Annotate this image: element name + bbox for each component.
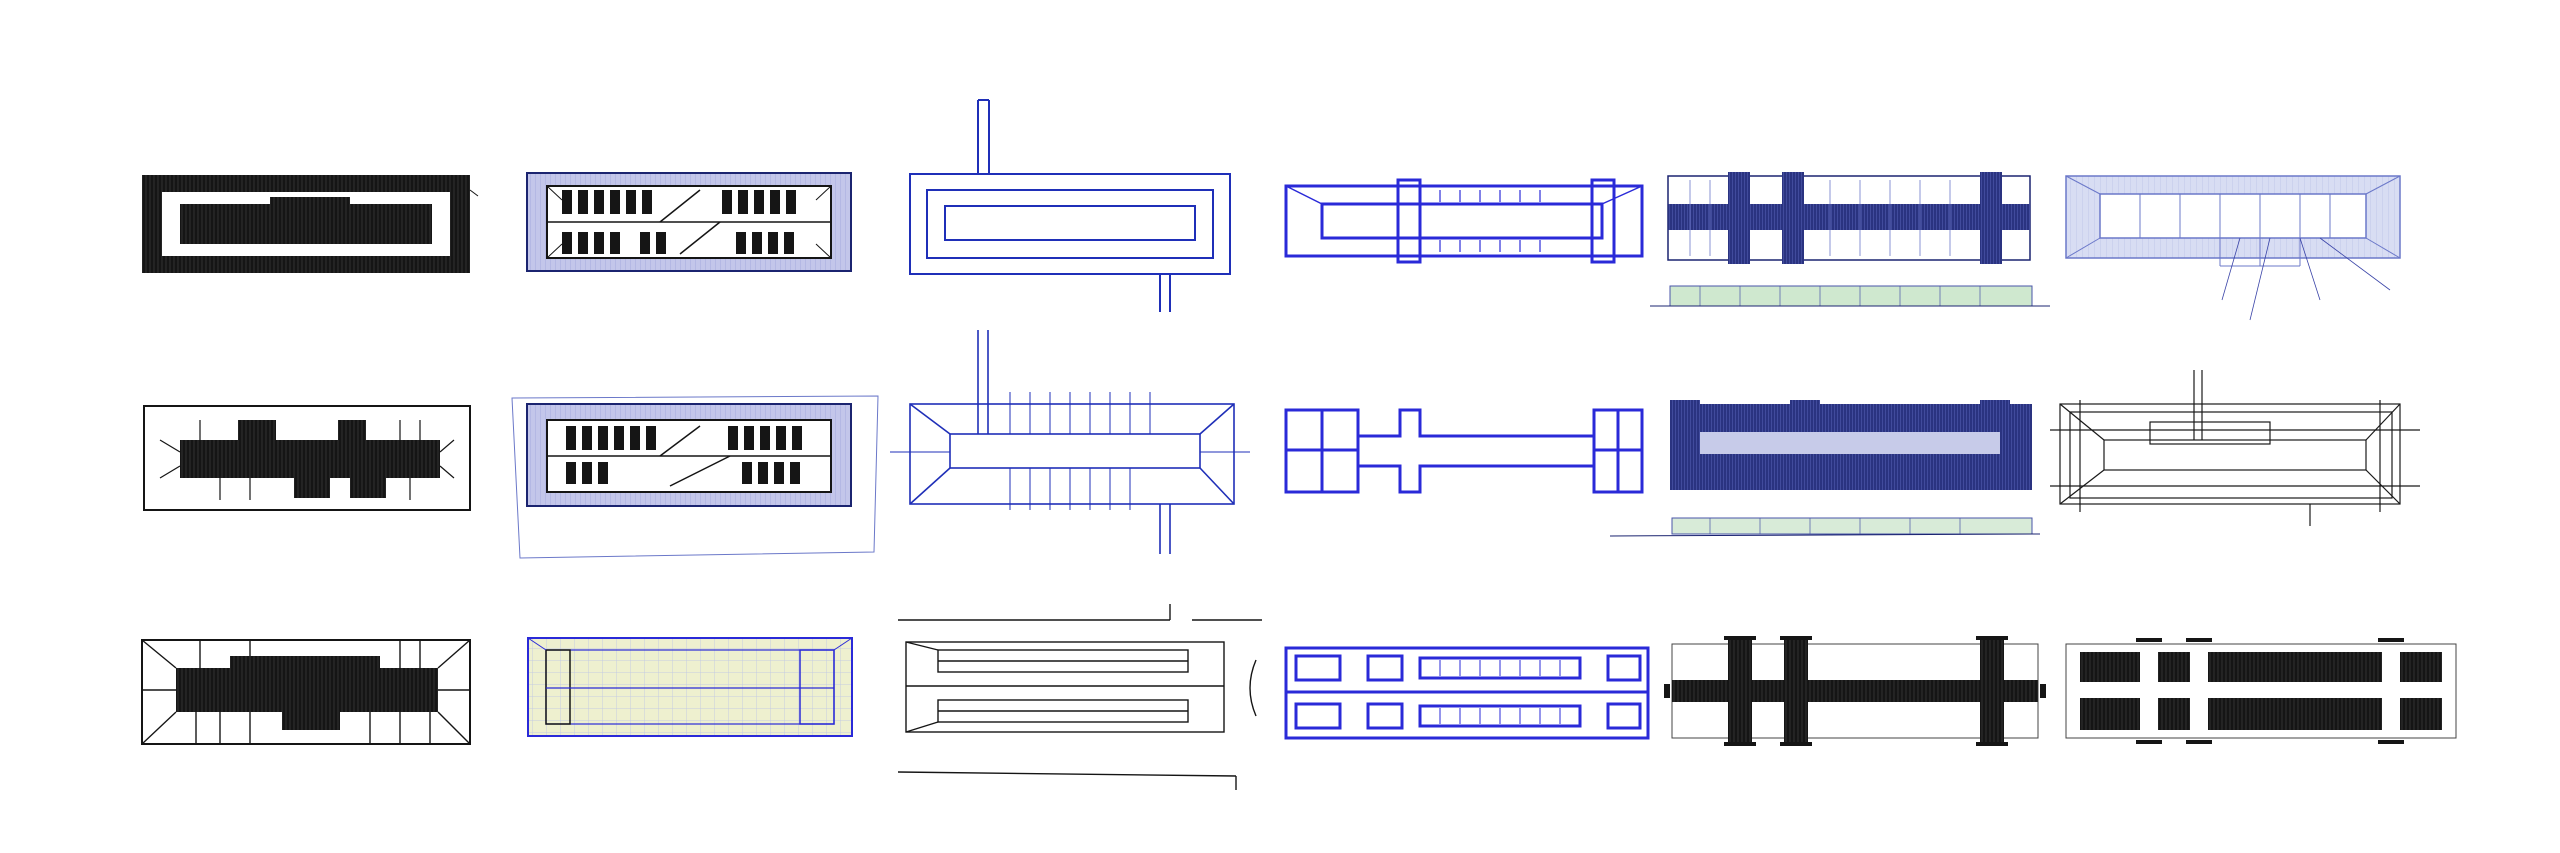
sketch-r1c6-pale-plan xyxy=(2065,175,2401,321)
sketch-r1c2-lavender-plan xyxy=(526,172,852,272)
sketch-r2c2-lavender-plan xyxy=(511,395,879,559)
sketch-r3c4-blue-bands xyxy=(1284,646,1650,740)
sketch-r3c3-strip-plan xyxy=(897,604,1262,790)
sketch-r2c5-navy-frame xyxy=(1609,400,2041,537)
sketch-r3c6-black-field xyxy=(2065,638,2457,744)
sketch-r3c1-black-plan xyxy=(141,639,471,745)
sketch-r1c4-blue-plan xyxy=(1284,178,1644,264)
sketch-r3c5-black-crosses xyxy=(1664,636,2046,746)
sketch-r2c4-dumbbell-plan xyxy=(1284,408,1644,494)
sketch-r2c1-black-core xyxy=(143,405,471,511)
sketch-r1c1-solid-frame xyxy=(142,175,479,273)
sketch-r2c3-outline-plan xyxy=(890,330,1250,554)
sketch-r1c5-navy-plan xyxy=(1650,172,2050,307)
sketch-r3c2-yellow-grid xyxy=(527,637,853,737)
sketch-r1c3-outline-loop xyxy=(909,99,1231,312)
sketch-r2c6-pencil-plan xyxy=(2050,370,2420,526)
